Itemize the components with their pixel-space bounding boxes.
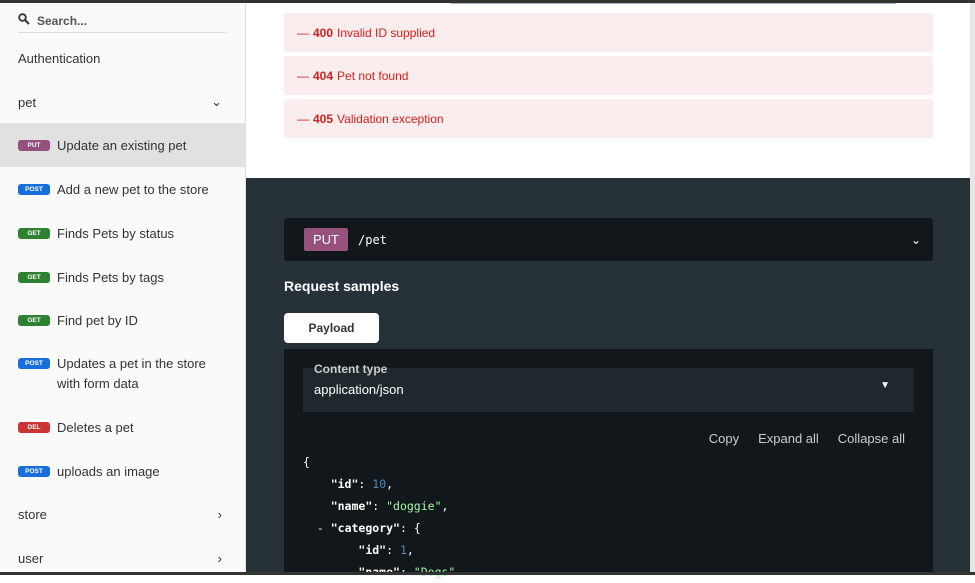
response-code: 404 — [313, 68, 334, 83]
sidebar-item-label: Finds Pets by tags — [57, 269, 164, 285]
samples-panel: PUT /pet ⌄ Request samples Payload Conte… — [246, 178, 970, 579]
sidebar-item-label: store — [18, 506, 47, 522]
method-badge: POST — [18, 465, 50, 477]
sidebar-item-label: Add a new pet to the store — [57, 181, 209, 197]
json-value: 10 — [372, 477, 387, 491]
endpoint-path: /pet — [358, 232, 387, 247]
sidebar-item-label: Finds Pets by status — [57, 225, 175, 241]
sidebar-item-add-pet[interactable]: POST Add a new pet to the store — [0, 179, 246, 199]
response-text: Invalid ID supplied — [337, 25, 436, 40]
chevron-down-icon: ⌄ — [211, 94, 222, 109]
content-type-select[interactable]: Content type application/json ▼ — [303, 362, 914, 412]
divider — [451, 3, 896, 4]
sidebar-item-update-form[interactable]: POST Updates a pet in the store with form… — [0, 354, 246, 394]
sidebar-item-find-by-id[interactable]: GET Find pet by ID — [0, 310, 246, 330]
sidebar-group-store[interactable]: store › — [0, 504, 246, 524]
method-badge: POST — [18, 183, 50, 195]
sidebar-item-upload-image[interactable]: POST uploads an image — [0, 461, 246, 481]
sidebar-item-delete-pet[interactable]: DEL Deletes a pet — [0, 417, 246, 437]
method-badge: GET — [18, 227, 50, 239]
json-value: "doggie" — [386, 499, 442, 513]
sidebar-item-label: user — [18, 550, 44, 566]
sidebar-item-label: Deletes a pet — [57, 419, 134, 435]
tab-payload[interactable]: Payload — [284, 313, 379, 343]
code-panel: Content type application/json ▼ Copy Exp… — [284, 349, 933, 579]
chevron-right-icon: › — [217, 506, 222, 522]
caret-down-icon: ▼ — [880, 380, 890, 391]
sidebar-item-label: Authentication — [18, 50, 101, 66]
json-key: "id" — [330, 477, 359, 491]
response-text: Validation exception — [337, 111, 444, 126]
content-type-label: Content type — [314, 362, 388, 376]
request-samples-title: Request samples — [284, 278, 400, 294]
copy-button[interactable]: Copy — [708, 431, 740, 446]
collapse-toggle[interactable]: - — [316, 521, 324, 535]
search-input[interactable]: Search... — [18, 9, 227, 33]
sidebar-item-label: Updates a pet in the store with form dat… — [57, 356, 206, 391]
method-badge: GET — [18, 271, 50, 283]
method-badge: PUT — [304, 228, 348, 251]
sidebar-item-find-by-tags[interactable]: GET Finds Pets by tags — [0, 267, 246, 287]
sidebar-item-label: uploads an image — [57, 463, 160, 479]
sidebar-item-find-by-status[interactable]: GET Finds Pets by status — [0, 223, 246, 243]
sidebar-item-label: Update an existing pet — [57, 137, 187, 153]
method-badge: GET — [18, 314, 50, 326]
chevron-right-icon: › — [217, 550, 222, 566]
response-code: 405 — [313, 111, 334, 126]
sidebar-item-label: pet — [18, 94, 37, 110]
sidebar-item-authentication[interactable]: Authentication — [0, 46, 246, 70]
scrollbar[interactable] — [970, 3, 975, 572]
window-border-top — [0, 0, 975, 3]
search-icon — [18, 12, 30, 30]
response-text: Pet not found — [337, 68, 409, 83]
content-type-value: application/json — [314, 382, 404, 397]
json-sample: { "id": 10, "name": "doggie", - "categor… — [303, 451, 455, 583]
sidebar-group-pet[interactable]: pet ⌄ — [0, 90, 246, 114]
window-border-bottom — [0, 572, 975, 575]
operation-endpoint-toggle[interactable]: PUT /pet ⌄ — [284, 218, 933, 261]
sidebar: Search... Authentication pet ⌄ PUT Update … — [0, 3, 246, 572]
method-badge: POST — [18, 358, 50, 369]
sidebar-group-user[interactable]: user › — [0, 548, 246, 568]
expand-all-button[interactable]: Expand all — [758, 431, 819, 446]
json-key: "category" — [330, 521, 400, 535]
sidebar-item-update-pet[interactable]: PUT Update an existing pet — [0, 123, 246, 167]
response-code: 400 — [313, 25, 334, 40]
method-badge: DEL — [18, 421, 50, 433]
method-badge: PUT — [18, 139, 50, 151]
json-key: "id" — [358, 543, 387, 557]
sidebar-item-label: Find pet by ID — [57, 312, 138, 328]
json-value: 1 — [399, 543, 407, 557]
search-placeholder: Search... — [37, 13, 88, 28]
collapse-all-button[interactable]: Collapse all — [837, 431, 905, 446]
chevron-down-icon: ⌄ — [910, 232, 921, 247]
json-key: "name" — [330, 499, 373, 513]
code-brace: { — [303, 455, 310, 469]
